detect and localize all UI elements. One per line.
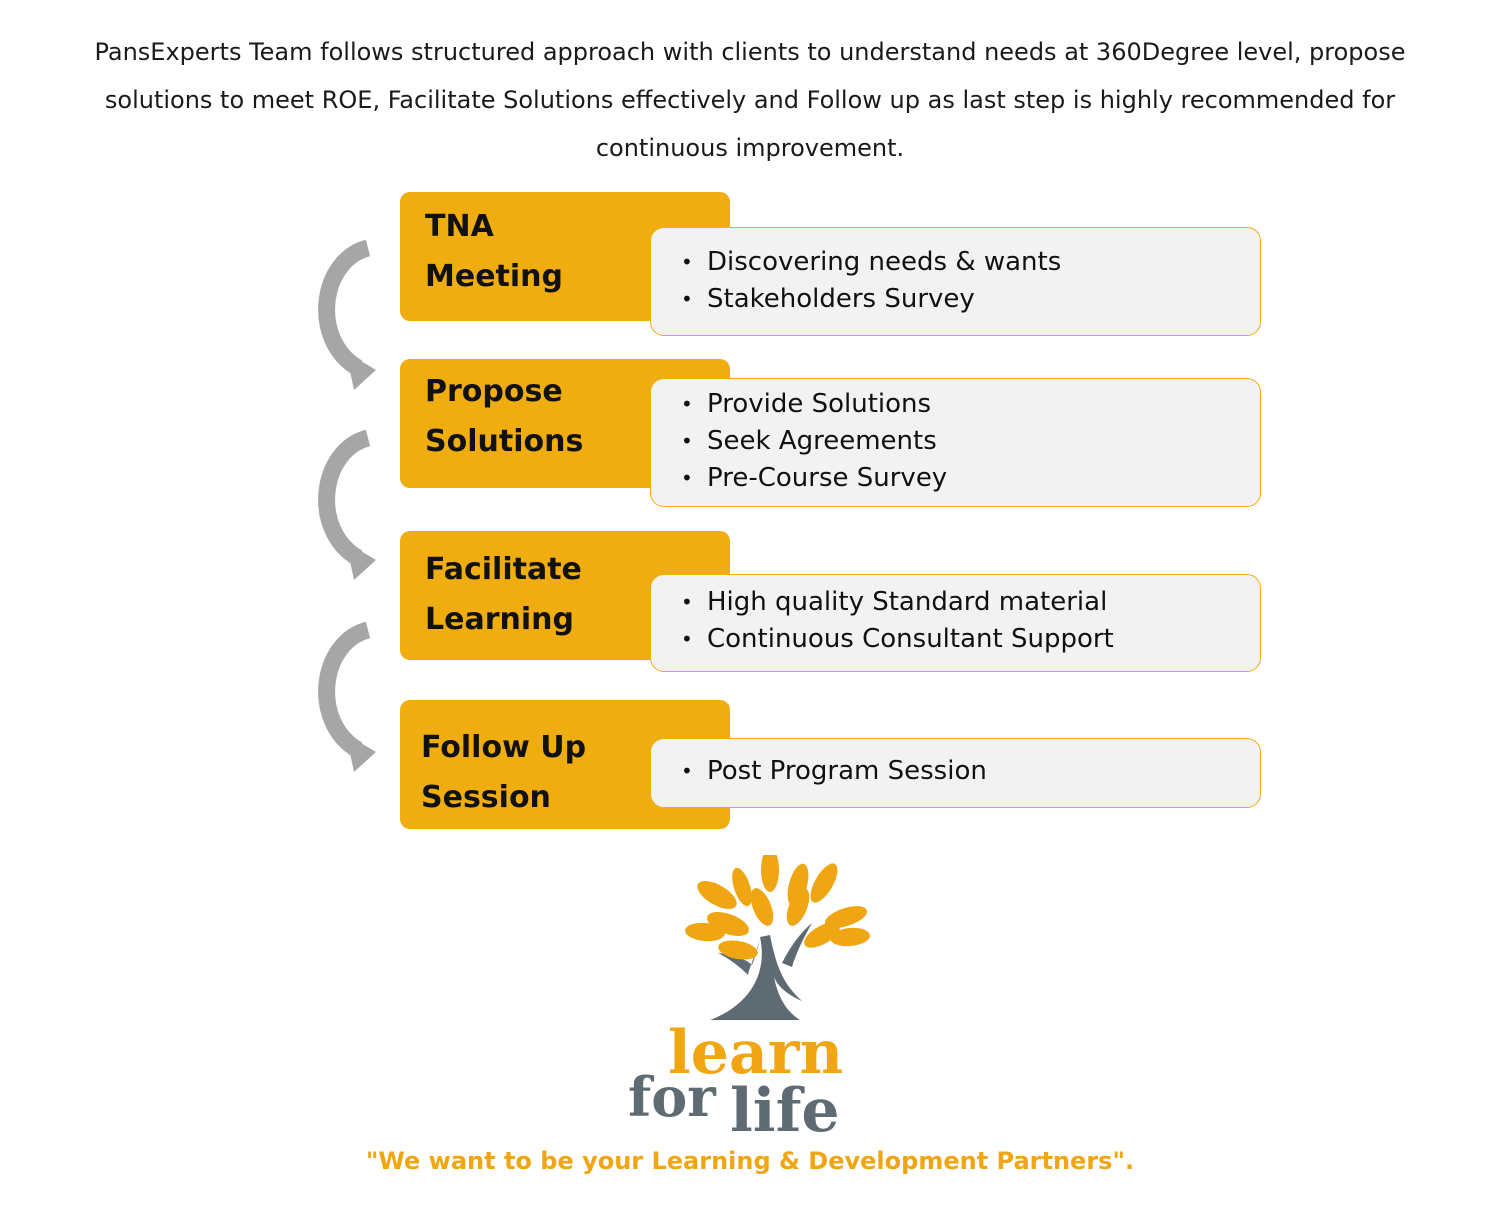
curved-arrow-icon [318, 240, 376, 390]
list-item: •Stakeholders Survey [651, 281, 1260, 318]
stage-title-line: Solutions [425, 424, 584, 459]
stage-title-line: Session [421, 780, 551, 815]
bullet: • [681, 250, 693, 274]
list-item: •Seek Agreements [651, 423, 1260, 460]
stage-title: Facilitate Learning [425, 545, 655, 645]
tree-icon [685, 855, 870, 1020]
logo-word-life: life [730, 1076, 840, 1140]
stage-title: Follow Up Session [421, 723, 651, 823]
curved-arrow-icon [318, 622, 376, 772]
bullet: • [681, 392, 693, 416]
stage-title: Propose Solutions [425, 367, 655, 467]
list-item: •Pre-Course Survey [651, 460, 1260, 497]
logo-word-learn: learn [668, 1018, 843, 1088]
list-item: •High quality Standard material [651, 584, 1260, 621]
bullet: • [681, 287, 693, 311]
stage-title-line: Learning [425, 602, 574, 637]
curved-arrow-icon [318, 430, 376, 580]
logo-word-for: for [628, 1065, 716, 1129]
intro-paragraph: PansExperts Team follows structured appr… [94, 38, 1406, 162]
list-item: •Continuous Consultant Support [651, 621, 1260, 658]
list-item: •Discovering needs & wants [651, 244, 1260, 281]
stage-details-follow-up-session: •Post Program Session [650, 738, 1261, 808]
learn-for-life-logo: learn for life [628, 855, 870, 1140]
stage-title-line: Facilitate [425, 552, 582, 587]
stage-details-tna-meeting: •Discovering needs & wants •Stakeholders… [650, 227, 1261, 336]
bullet: • [681, 429, 693, 453]
stage-title-line: TNA [425, 209, 494, 244]
bullet: • [681, 590, 693, 614]
bullet: • [681, 759, 693, 783]
stage-title-line: Meeting [425, 259, 564, 294]
stage-details-propose-solutions: •Provide Solutions •Seek Agreements •Pre… [650, 378, 1261, 507]
stage-title-line: Follow Up [421, 730, 587, 765]
bullet: • [681, 466, 693, 490]
bullet: • [681, 627, 693, 651]
list-item: •Provide Solutions [651, 386, 1260, 423]
list-item: •Post Program Session [651, 753, 1260, 790]
stage-details-facilitate-learning: •High quality Standard material •Continu… [650, 574, 1261, 672]
stage-title-line: Propose [425, 374, 563, 409]
tagline: "We want to be your Learning & Developme… [365, 1147, 1135, 1175]
stage-title: TNA Meeting [425, 202, 655, 302]
